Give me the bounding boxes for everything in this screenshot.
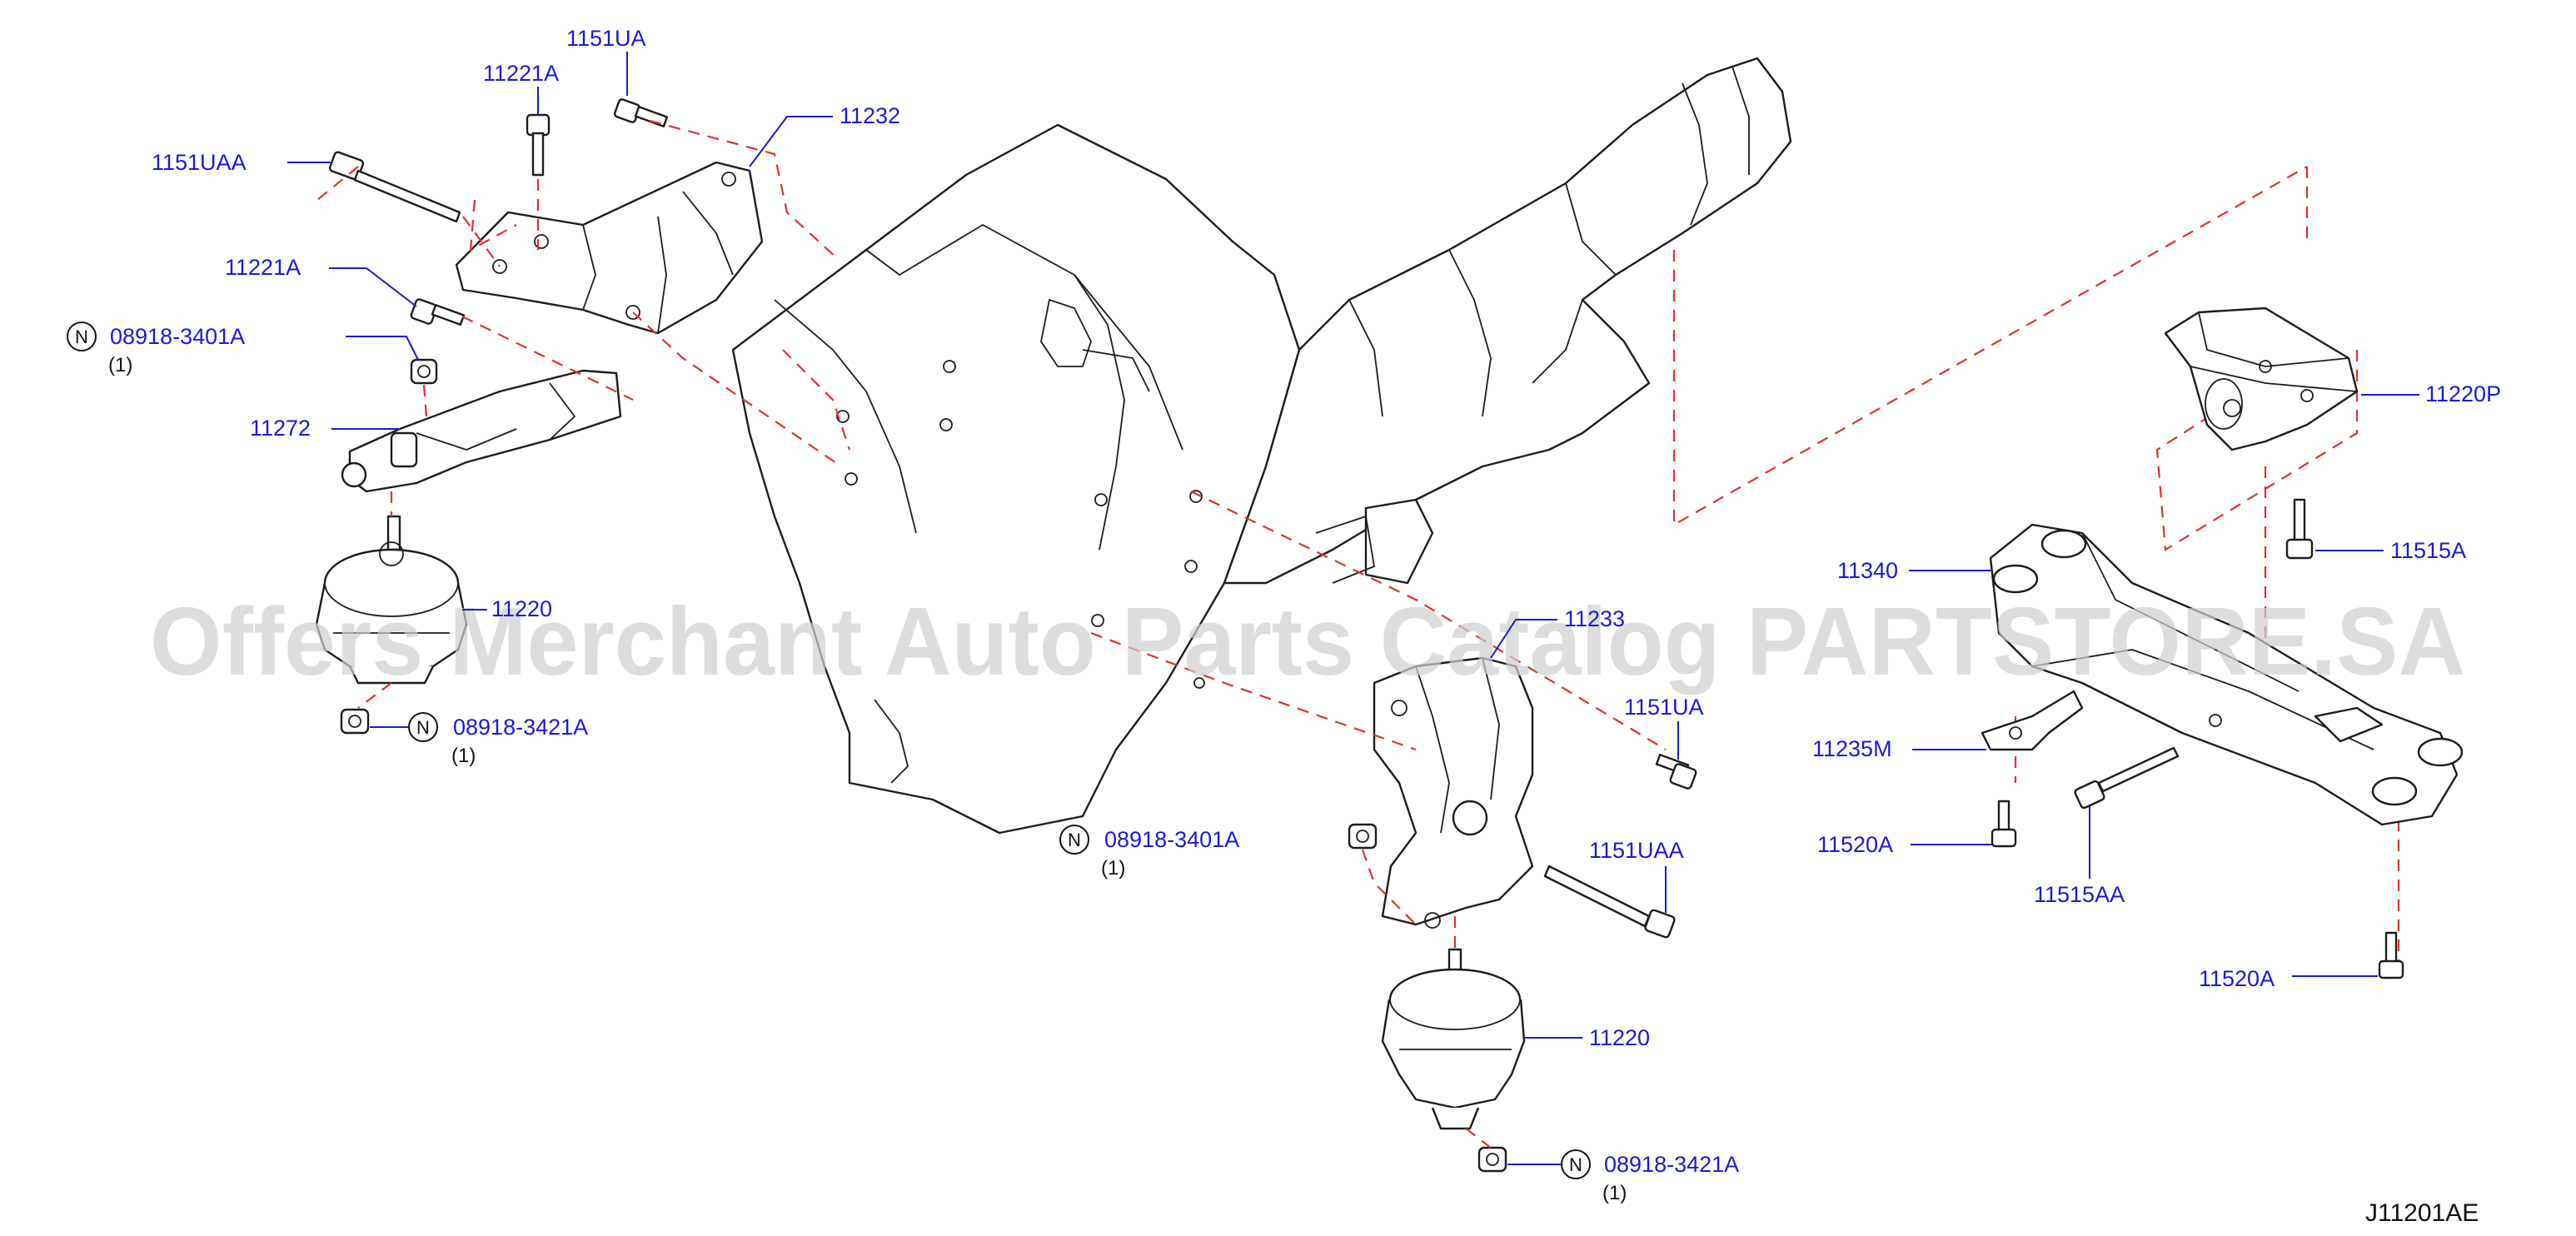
nut-08918-3401A-left [410,358,438,385]
callout-label[interactable]: 11232 [840,103,900,128]
notice-n-icon [67,321,97,351]
watermark: Offers Merchant Auto Parts Catalog PARTS… [150,587,2465,695]
callouts: 1151UA 11221A 11232 1151UAA 11221A N 089… [67,26,2501,1204]
callout-quantity: (1) [1101,857,1125,880]
bolt-11515AA [2074,746,2180,810]
notice-n-icon [1059,825,1089,855]
notice-n-letter: N [1068,830,1081,850]
bolt-1151UA-top [613,98,669,127]
callout-label[interactable]: 08918-3401A [1104,827,1239,852]
callout-label[interactable]: 11340 [1837,558,1898,583]
bolt-1151UA-right [1655,754,1697,790]
engine-mount-insulator-center [1381,948,1526,1130]
nut-08918-3421A-bottom [1477,1146,1507,1173]
callout-label[interactable]: 11220 [491,596,552,621]
callout-label[interactable]: 1151UA [566,26,646,51]
callout-label[interactable]: 1151UAA [152,150,247,175]
callout-label[interactable]: 11515A [2390,538,2466,563]
notice-n-letter: N [1569,1154,1582,1175]
notice-n-icon [408,712,438,742]
nut-08918-3401A-center [1348,823,1378,850]
callout-label[interactable]: 11520A [2199,966,2275,991]
bolt-1151UAA-left [328,151,461,223]
callout-label[interactable]: 11272 [250,416,311,441]
callout-label[interactable]: 11220P [2425,381,2501,406]
callout-label[interactable]: 11235M [1812,736,1892,761]
callout-label[interactable]: 08918-3421A [1604,1152,1739,1177]
engine-bracket-11232 [455,161,764,335]
center-mount-group [1090,491,1697,1173]
callout-label[interactable]: 1151UAA [1589,838,1684,863]
rear-mount-insulator-11220P [2164,307,2359,451]
callout-label[interactable]: 08918-3421A [453,715,588,740]
bolt-11515A [2285,498,2314,560]
callout-quantity: (1) [451,745,476,767]
notice-n-letter: N [416,717,430,738]
callout-quantity: (1) [108,354,132,376]
engine-mount-insulator-left [315,515,468,685]
engine-bracket-11233 [1373,656,1534,926]
notice-n-letter: N [75,326,88,347]
plate-11235M [1981,690,2084,751]
crossmember-11340 [1989,523,2464,826]
bolt-11221A-mid [410,298,466,326]
callout-label[interactable]: 11221A [483,61,559,86]
callout-label[interactable]: 11233 [1564,606,1625,631]
mount-bracket-11272 [348,369,622,493]
rear-mount-group [1672,166,2464,979]
callout-label[interactable]: 11220 [1589,1025,1650,1050]
bolt-11221A-top [526,113,551,177]
callout-label[interactable]: 1151UA [1624,695,1704,720]
callout-label[interactable]: 08918-3401A [110,324,245,349]
callout-label[interactable]: 11221A [225,255,301,280]
bolt-1151UAA-right [1543,865,1676,939]
left-mount-group [311,98,851,735]
callout-quantity: (1) [1602,1182,1627,1204]
diagram-code: J11201AE [2365,1199,2479,1227]
bolt-11520A-bottom [2378,931,2404,979]
callout-label[interactable]: 11520A [1817,832,1893,857]
nut-08918-3421A-left [340,708,370,735]
notice-n-icon [1561,1149,1591,1179]
callout-label[interactable]: 11515AA [2034,882,2125,907]
bolt-11520A-mid [1991,800,2017,848]
engine-transmission-assembly [731,57,1792,835]
